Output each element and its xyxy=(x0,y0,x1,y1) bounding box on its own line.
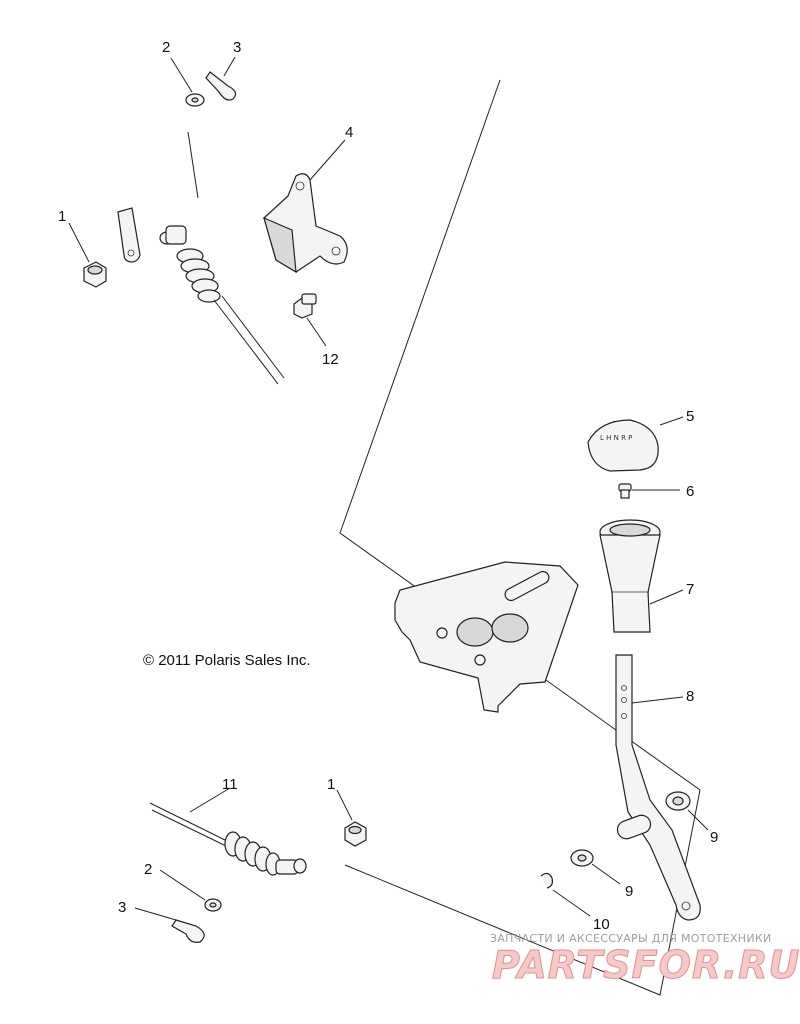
shift-boot-part-7 xyxy=(599,519,684,633)
callout-1-lower: 1 xyxy=(327,776,335,793)
callout-8: 8 xyxy=(686,688,694,705)
bolt-part-12 xyxy=(293,293,327,347)
washer-part-2-lower xyxy=(159,869,222,912)
callout-9-upper: 9 xyxy=(710,829,718,846)
svg-text:L H N R P: L H N R P xyxy=(600,434,632,442)
bracket-part-4 xyxy=(263,139,348,274)
screw-part-6 xyxy=(618,483,680,499)
callout-9-lower: 9 xyxy=(625,883,633,900)
watermark-logo: PARTSFOR.RU xyxy=(492,943,800,987)
copyright-notice: © 2011 Polaris Sales Inc. xyxy=(143,652,311,669)
callout-11: 11 xyxy=(222,776,238,793)
lower-cable-assembly xyxy=(149,787,307,876)
callout-10: 10 xyxy=(593,916,610,933)
callout-2-lower: 2 xyxy=(144,861,152,878)
mounting-plate xyxy=(394,561,579,713)
nut-part-1-lower xyxy=(336,789,367,847)
cotter-pin-part-3-lower xyxy=(134,907,205,943)
upper-cable-assembly xyxy=(117,131,285,385)
assembly-outline xyxy=(339,79,701,996)
shift-knob-part-5: L H N R P xyxy=(587,416,684,472)
nut-part-1-upper xyxy=(68,222,107,288)
clip-part-10 xyxy=(540,872,591,917)
callout-3-lower: 3 xyxy=(118,899,126,916)
callout-3-upper: 3 xyxy=(233,39,241,56)
callout-1-upper: 1 xyxy=(58,208,66,225)
callout-4: 4 xyxy=(345,124,353,141)
bushing-part-9-upper xyxy=(665,791,709,831)
callout-5: 5 xyxy=(686,408,694,425)
callout-6: 6 xyxy=(686,483,694,500)
shift-lever-part-8 xyxy=(615,654,701,921)
callout-12: 12 xyxy=(322,351,339,368)
washer-part-2-upper xyxy=(170,57,205,107)
callout-7: 7 xyxy=(686,581,694,598)
cotter-pin-part-3-upper xyxy=(205,56,237,101)
bushing-part-9-lower xyxy=(570,849,621,885)
watermark-tagline: ЗАПЧАСТИ И АКСЕССУАРЫ ДЛЯ МОТОТЕХНИКИ xyxy=(490,932,772,945)
callout-2-upper: 2 xyxy=(162,39,170,56)
